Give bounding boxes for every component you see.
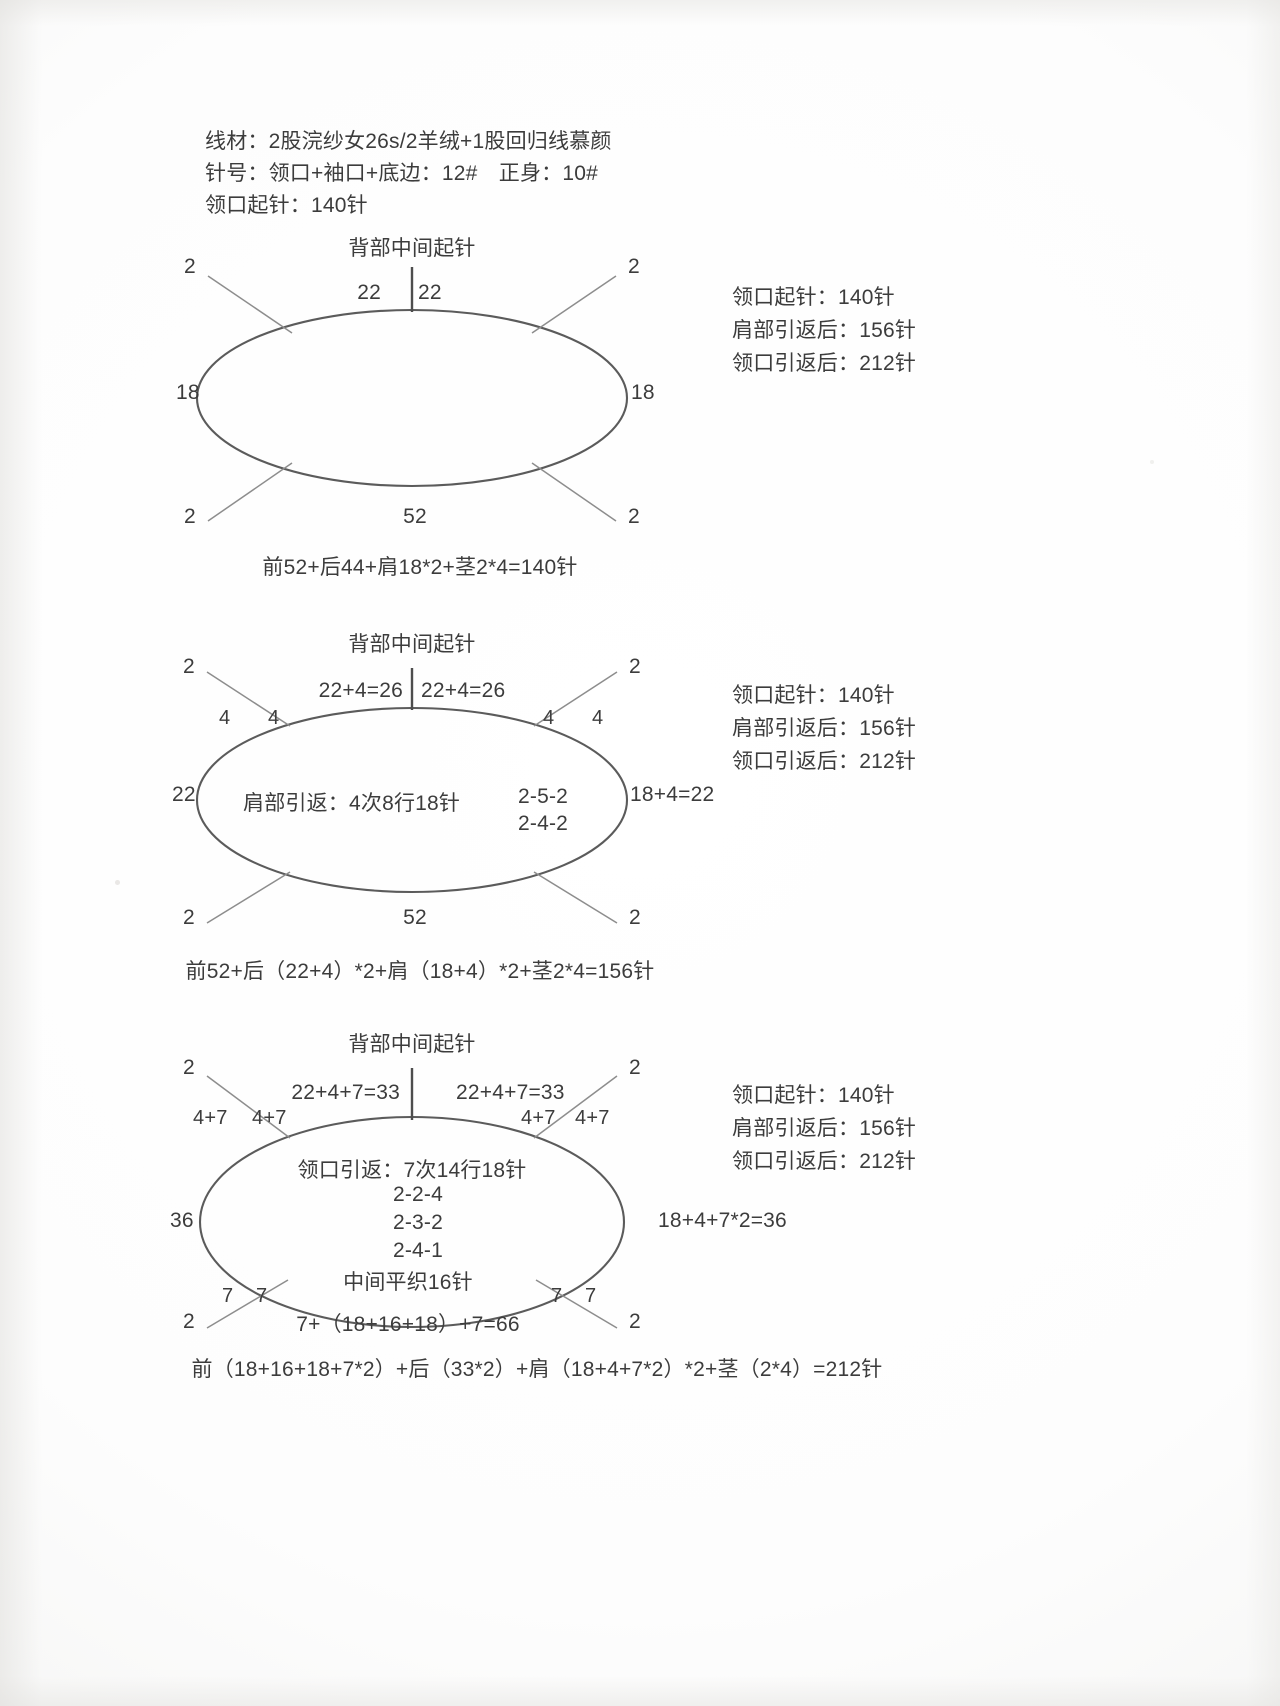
diagram-3-shapes xyxy=(198,1068,626,1329)
diagram-3-corner-top-right: 2 xyxy=(629,1056,641,1079)
diagram-2-shoulder-left-outer: 4 xyxy=(219,707,231,729)
paper-speck xyxy=(115,880,120,885)
side-note-3-line-3: 领口引返后：212针 xyxy=(732,1150,917,1173)
leader-top-left-1 xyxy=(207,275,293,334)
diagram-1-formula: 前52+后44+肩18*2+茎2*4=140针 xyxy=(262,556,578,579)
leader-bottom-left-1 xyxy=(207,462,293,522)
diagram-3-title: 背部中间起针 xyxy=(348,1033,476,1056)
diagram-3-bottom-left-outer: 7 xyxy=(222,1285,234,1307)
diagram-1-corner-top-right: 2 xyxy=(628,255,640,278)
leader-top-left-2 xyxy=(206,671,291,727)
leader-top-right-1 xyxy=(531,275,617,334)
diagram-1-side-left: 18 xyxy=(176,381,200,404)
diagram-3-corner-top-left: 2 xyxy=(183,1056,195,1079)
diagram-1-side-right: 18 xyxy=(631,381,655,404)
ellipse-outline-1 xyxy=(195,308,629,488)
leader-bottom-left-3 xyxy=(206,1279,289,1329)
diagram-3-bottom-left-inner: 7 xyxy=(256,1285,268,1307)
diagram-2-corner-top-right: 2 xyxy=(629,655,641,678)
diagram-2-inner-right-col-2: 2-4-2 xyxy=(518,812,569,835)
diagram-3-inner-line-3: 2-3-2 xyxy=(392,1211,444,1234)
diagram-3-shoulder-right-inner: 4+7 xyxy=(521,1107,556,1129)
leader-bottom-right-3 xyxy=(535,1279,618,1329)
leader-top-right-3 xyxy=(533,1075,618,1139)
diagram-2-shoulder-right-outer: 4 xyxy=(592,707,604,729)
diagram-3-bottom-value: 7+（18+16+18）+7=66 xyxy=(296,1313,520,1336)
diagram-2-corner-top-left: 2 xyxy=(183,655,195,678)
diagram-3-formula: 前（18+16+18+7*2）+后（33*2）+肩（18+4+7*2）*2+茎（… xyxy=(191,1358,883,1381)
diagram-2-side-left: 22 xyxy=(172,783,196,806)
side-note-3-line-1: 领口起针：140针 xyxy=(732,1084,895,1107)
diagram-3-inner-line-4: 2-4-1 xyxy=(392,1239,444,1262)
header-line-caston: 领口起针：140针 xyxy=(205,194,368,217)
diagram-3-bottom-right-inner: 7 xyxy=(551,1285,563,1307)
diagram-2-inner-line-1: 肩部引返：4次8行18针 xyxy=(243,792,461,815)
paper-speck xyxy=(1150,460,1154,464)
leader-top-right-2 xyxy=(533,671,618,727)
side-note-2-line-1: 领口起针：140针 xyxy=(732,684,895,707)
diagram-2-shapes xyxy=(195,668,629,924)
diagram-3-inner-right-note: 18+4+7*2=36 xyxy=(658,1209,787,1232)
diagram-1-bottom-value: 52 xyxy=(403,505,427,528)
diagram-3-inner-line-1: 领口引返：7次14行18针 xyxy=(297,1159,527,1182)
diagram-3-corner-bottom-left: 2 xyxy=(183,1310,195,1333)
diagram-3-shoulder-left-inner: 4+7 xyxy=(252,1107,287,1129)
diagram-3-shoulder-right-outer: 4+7 xyxy=(575,1107,610,1129)
side-note-1-line-3: 领口引返后：212针 xyxy=(732,352,917,375)
diagram-1-corner-top-left: 2 xyxy=(184,255,196,278)
diagram-3-top-right-value: 22+4+7=33 xyxy=(456,1081,565,1104)
diagram-3-shoulder-left-outer: 4+7 xyxy=(193,1107,228,1129)
side-note-3-line-2: 肩部引返后：156针 xyxy=(732,1117,917,1140)
diagram-2-top-left-value: 22+4=26 xyxy=(318,679,403,702)
side-note-1-line-1: 领口起针：140针 xyxy=(732,286,895,309)
diagram-2-inner-right-col-1: 2-5-2 xyxy=(518,785,569,808)
diagram-3-side-left: 36 xyxy=(170,1209,194,1232)
diagram-2-top-right-value: 22+4=26 xyxy=(421,679,506,702)
diagram-2-corner-bottom-right: 2 xyxy=(629,906,641,929)
header-line-material: 线材：2股浣纱女26s/2羊绒+1股回归线慕颜 xyxy=(205,130,612,153)
diagram-1-top-right-value: 22 xyxy=(418,281,442,304)
diagram-2-corner-bottom-left: 2 xyxy=(183,906,195,929)
diagram-3-bottom-right-outer: 7 xyxy=(585,1285,597,1307)
diagram-2-shoulder-right-inner: 4 xyxy=(543,707,555,729)
side-note-2-line-2: 肩部引返后：156针 xyxy=(732,717,917,740)
leader-top-left-3 xyxy=(206,1075,291,1139)
diagram-3-top-left-value: 22+4+7=33 xyxy=(291,1081,400,1104)
diagram-1-top-left-value: 22 xyxy=(357,281,381,304)
diagram-3-inner-line-5: 中间平织16针 xyxy=(343,1271,473,1294)
leader-bottom-left-2 xyxy=(206,871,291,924)
diagram-1-shapes xyxy=(195,267,629,522)
diagram-1-title: 背部中间起针 xyxy=(348,237,476,260)
leader-bottom-right-2 xyxy=(533,871,618,924)
side-note-2-line-3: 领口引返后：212针 xyxy=(732,750,917,773)
diagram-2-bottom-value: 52 xyxy=(403,906,427,929)
header-line-needle: 针号：领口+袖口+底边：12# 正身：10# xyxy=(205,162,599,185)
leader-bottom-right-1 xyxy=(531,462,617,522)
diagram-2-title: 背部中间起针 xyxy=(348,633,476,656)
diagram-2-formula: 前52+后（22+4）*2+肩（18+4）*2+茎2*4=156针 xyxy=(185,960,655,983)
diagram-1-corner-bottom-right: 2 xyxy=(628,505,640,528)
diagram-1-corner-bottom-left: 2 xyxy=(184,505,196,528)
diagram-2-shoulder-left-inner: 4 xyxy=(268,707,280,729)
diagram-3-inner-line-2: 2-2-4 xyxy=(392,1183,444,1206)
diagram-2-inner-right-note: 18+4=22 xyxy=(630,783,715,806)
side-note-1-line-2: 肩部引返后：156针 xyxy=(732,319,917,342)
diagram-3-corner-bottom-right: 2 xyxy=(629,1310,641,1333)
